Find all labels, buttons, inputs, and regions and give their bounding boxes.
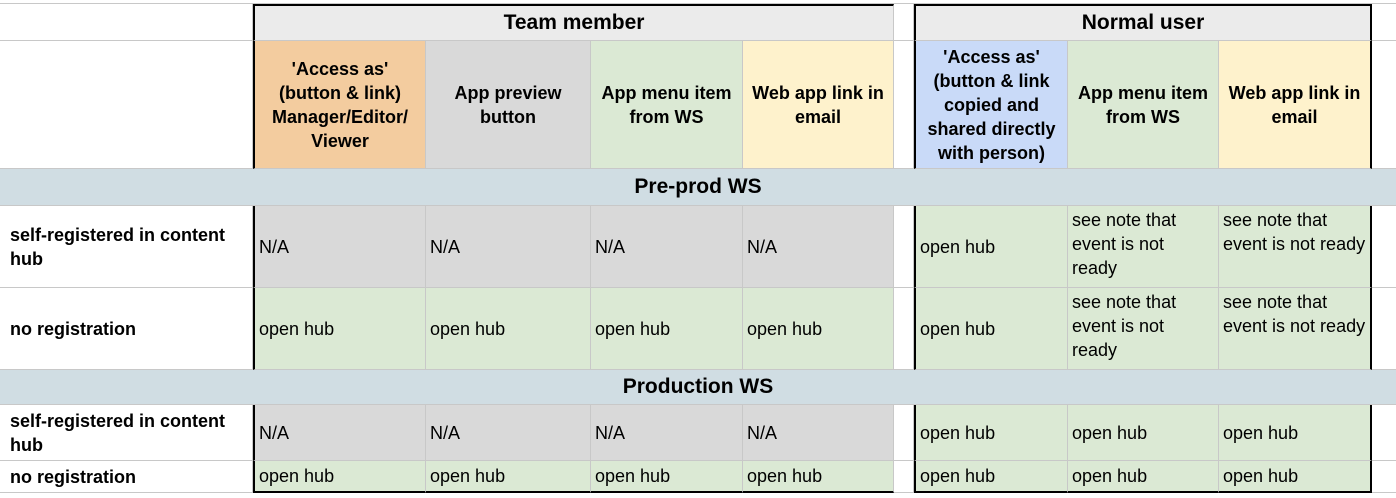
- col-header-web-app-link-normal[interactable]: Web app link in email: [1219, 41, 1372, 169]
- cell-prod-none-normal-app-menu[interactable]: open hub: [1068, 461, 1219, 493]
- cell-prod-none-normal-web-link[interactable]: open hub: [1219, 461, 1372, 493]
- group-header-normal-user[interactable]: Normal user: [914, 4, 1372, 41]
- col-header-access-as-normal[interactable]: 'Access as' (button & link copied and sh…: [914, 41, 1068, 169]
- cell-preprod-self-web-link[interactable]: N/A: [743, 206, 894, 288]
- row-label-prod-no-registration[interactable]: no registration: [0, 461, 253, 493]
- cell-prod-none-normal-access-as[interactable]: open hub: [914, 461, 1068, 493]
- empty-cell[interactable]: [1372, 41, 1396, 169]
- cell-prod-none-web-link[interactable]: open hub: [743, 461, 894, 493]
- col-header-app-preview[interactable]: App preview button: [426, 41, 591, 169]
- cell-prod-none-app-preview[interactable]: open hub: [426, 461, 591, 493]
- col-header-access-as-team[interactable]: 'Access as' (button & link) Manager/Edit…: [253, 41, 426, 169]
- cell-preprod-self-app-menu[interactable]: N/A: [591, 206, 743, 288]
- cell-prod-self-normal-access-as[interactable]: open hub: [914, 405, 1068, 461]
- section-header-preprod[interactable]: Pre-prod WS: [0, 169, 1396, 206]
- empty-cell[interactable]: [1372, 206, 1396, 288]
- cell-preprod-none-normal-app-menu[interactable]: see note that event is not ready: [1068, 288, 1219, 370]
- next-row-strip: [0, 493, 1396, 498]
- group-header-team-member[interactable]: Team member: [253, 4, 894, 41]
- gap-cell[interactable]: [894, 405, 914, 461]
- cell-prod-self-normal-web-link[interactable]: open hub: [1219, 405, 1372, 461]
- cell-preprod-self-app-preview[interactable]: N/A: [426, 206, 591, 288]
- cell-preprod-none-app-preview[interactable]: open hub: [426, 288, 591, 370]
- cell-preprod-self-normal-app-menu[interactable]: see note that event is not ready: [1068, 206, 1219, 288]
- col-header-app-menu-normal[interactable]: App menu item from WS: [1068, 41, 1219, 169]
- row-label-prod-self-registered[interactable]: self-registered in content hub: [0, 405, 253, 461]
- empty-cell[interactable]: [1372, 405, 1396, 461]
- cell-preprod-none-access-as[interactable]: open hub: [253, 288, 426, 370]
- cell-preprod-none-app-menu[interactable]: open hub: [591, 288, 743, 370]
- cell-preprod-self-normal-web-link[interactable]: see note that event is not ready: [1219, 206, 1372, 288]
- cell-prod-none-access-as[interactable]: open hub: [253, 461, 426, 493]
- cell-prod-self-app-preview[interactable]: N/A: [426, 405, 591, 461]
- cell-prod-self-app-menu[interactable]: N/A: [591, 405, 743, 461]
- empty-cell[interactable]: [1372, 288, 1396, 370]
- empty-header-label-cell[interactable]: [0, 41, 253, 169]
- gap-cell[interactable]: [894, 288, 914, 370]
- cell-prod-self-normal-app-menu[interactable]: open hub: [1068, 405, 1219, 461]
- gap-cell[interactable]: [894, 4, 914, 41]
- section-header-production[interactable]: Production WS: [0, 370, 1396, 405]
- cell-preprod-none-normal-access-as[interactable]: open hub: [914, 288, 1068, 370]
- cell-preprod-self-access-as[interactable]: N/A: [253, 206, 426, 288]
- cell-prod-none-app-menu[interactable]: open hub: [591, 461, 743, 493]
- cell-prod-self-web-link[interactable]: N/A: [743, 405, 894, 461]
- cell-preprod-self-normal-access-as[interactable]: open hub: [914, 206, 1068, 288]
- cell-preprod-none-normal-web-link[interactable]: see note that event is not ready: [1219, 288, 1372, 370]
- cell-preprod-none-web-link[interactable]: open hub: [743, 288, 894, 370]
- row-label-preprod-self-registered[interactable]: self-registered in content hub: [0, 206, 253, 288]
- col-header-web-app-link-team[interactable]: Web app link in email: [743, 41, 894, 169]
- previous-row-strip: [0, 0, 1396, 4]
- col-header-app-menu-team[interactable]: App menu item from WS: [591, 41, 743, 169]
- gap-cell[interactable]: [894, 461, 914, 493]
- empty-cell[interactable]: [1372, 4, 1396, 41]
- row-label-preprod-no-registration[interactable]: no registration: [0, 288, 253, 370]
- empty-cell[interactable]: [1372, 461, 1396, 493]
- empty-corner-cell[interactable]: [0, 4, 253, 41]
- gap-cell[interactable]: [894, 41, 914, 169]
- cell-prod-self-access-as[interactable]: N/A: [253, 405, 426, 461]
- gap-cell[interactable]: [894, 206, 914, 288]
